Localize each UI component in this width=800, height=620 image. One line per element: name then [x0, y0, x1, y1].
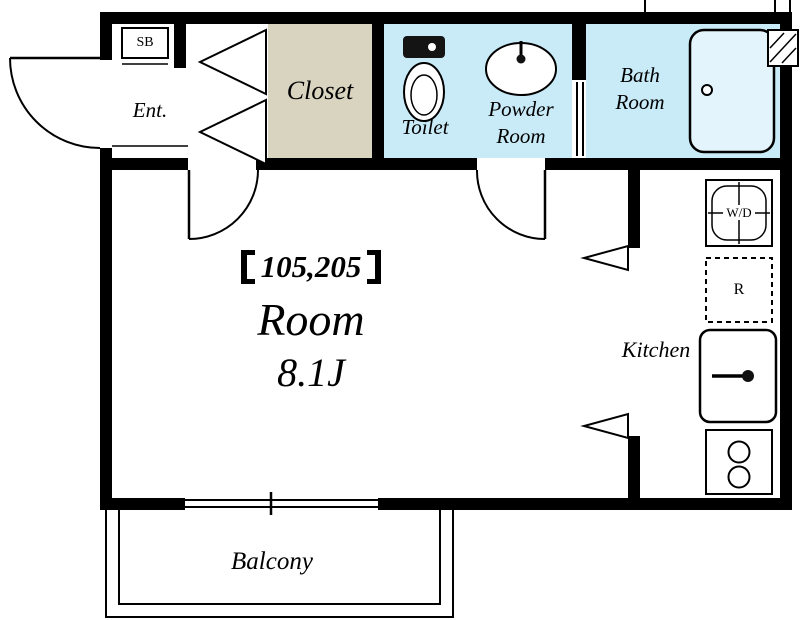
sb-box	[121, 27, 169, 65]
main-room-size: 8.1J	[277, 350, 345, 396]
stove-icon	[705, 429, 773, 495]
main-room-name: Room	[257, 294, 365, 345]
refrigerator-label: R	[733, 281, 745, 298]
washer-dryer-label: W/D	[710, 205, 768, 221]
powder-room-label: Powder Room	[468, 96, 574, 150]
closet-door-panel-2	[197, 98, 267, 166]
unit-number-row: 105,205	[151, 246, 471, 288]
bath-room-label-line1: Bath	[620, 63, 660, 87]
pipe-space-box	[767, 29, 799, 67]
top-wall	[100, 12, 792, 24]
bathtub-icon	[688, 28, 776, 154]
bracket-close-glyph	[367, 250, 382, 284]
unit-number: 105,205	[260, 249, 362, 284]
toilet-icon	[403, 36, 445, 122]
kitchen-opening-arrow-top	[580, 244, 629, 272]
bath-room-label: Bath Room	[594, 62, 686, 116]
sink-icon	[485, 41, 557, 96]
powder-room-label-line1: Powder	[488, 97, 554, 121]
kitchen-opening-arrow-bottom	[580, 412, 629, 440]
left-wall-lower	[100, 148, 112, 510]
balcony-rail-inner	[118, 510, 441, 605]
bottom-wall-left	[100, 498, 185, 510]
closet-toilet-wall	[372, 24, 384, 158]
right-wall	[780, 12, 792, 510]
main-room-labels: 105,205 Room 8.1J	[151, 246, 471, 397]
bracket-open-glyph	[240, 250, 255, 284]
window-sliding	[185, 492, 378, 515]
upper-strip-wall-left	[100, 158, 188, 170]
closet-door-panel-1	[197, 28, 267, 96]
hall-door-arc	[188, 169, 259, 240]
upper-strip-wall-right	[545, 158, 792, 170]
toilet-label: Toilet	[401, 115, 449, 139]
powder-bath-wall	[572, 24, 586, 80]
kitchen-wall-upper	[628, 170, 640, 248]
kitchen-sink-icon	[698, 328, 778, 424]
balcony-label: Balcony	[231, 548, 313, 575]
powder-door-arc	[475, 169, 546, 240]
bottom-wall-right	[378, 498, 792, 510]
entrance-label: Ent.	[132, 98, 168, 122]
washer-dryer-label-text: W/D	[723, 205, 755, 220]
left-wall-upper	[100, 12, 112, 60]
powder-room-label-line2: Room	[496, 124, 546, 148]
bath-room-label-line2: Room	[615, 90, 665, 114]
kitchen-wall-lower	[628, 436, 640, 510]
entrance-stub-wall	[174, 24, 186, 68]
upper-strip-wall-mid	[256, 158, 477, 170]
entrance-door-arc	[9, 57, 101, 149]
kitchen-label: Kitchen	[621, 337, 691, 362]
shoe-box-label: SB	[136, 35, 154, 50]
closet-label: Closet	[286, 76, 354, 105]
balcony-rail-outer	[105, 510, 454, 618]
closet-floor	[268, 24, 372, 158]
refrigerator-outline	[705, 257, 773, 323]
